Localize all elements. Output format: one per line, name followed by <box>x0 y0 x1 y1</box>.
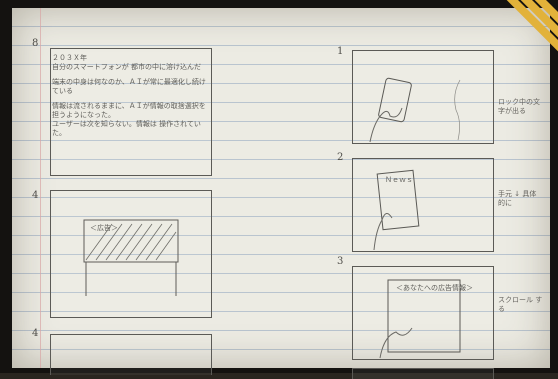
panel-number-left: 8 <box>32 38 39 49</box>
billboard-label: ＜広告＞ <box>90 224 118 232</box>
panel-note-1: ロック中の文字が出る <box>498 98 540 115</box>
panel-text-line: 自分のスマートフォンが 都市の中に溶け込んだ <box>52 63 202 71</box>
panel-number-bottom: 4 <box>32 328 39 339</box>
hand-phone-sketch <box>369 77 461 143</box>
panel-note-2: 手元 ↓ 具体的に <box>498 190 537 207</box>
notebook-page: 8 ２０３Ｘ年 自分のスマートフォンが 都市の中に溶け込んだ 端末の中身は何なの… <box>12 8 550 379</box>
ad-feed-sketch <box>379 279 461 359</box>
phone-panel-1 <box>352 50 494 144</box>
tape-stripes <box>498 0 558 60</box>
ad-feed-label: ＜あなたへの広告情報＞ <box>396 284 473 292</box>
panel-number-1: 1 <box>337 46 344 57</box>
panel-number-2: 2 <box>337 152 344 163</box>
panel-text-line: 端末の中身は何なのか、ＡＩが常に最適化し続けている <box>52 78 206 95</box>
phone-news-sketch <box>373 169 420 251</box>
billboard-panel <box>50 190 212 318</box>
news-header: Ｎｅｗｓ <box>385 176 413 184</box>
panel-note-3: スクロール する <box>498 296 543 313</box>
panel-text-line: ２０３Ｘ年 <box>52 54 87 62</box>
panel-text-line: 情報は流されるままに、ＡＩが情報の取捨選択を担うようになった。 <box>52 102 206 119</box>
next-panel-right <box>352 368 494 379</box>
panel-number-3: 3 <box>337 256 344 267</box>
panel-text-line: ユーザーは次を知らない。情報は 操作されていた。 <box>52 120 201 137</box>
next-panel <box>50 334 212 375</box>
phone-panel-3 <box>352 266 494 360</box>
text-panel <box>50 48 212 176</box>
panel-text: ２０３Ｘ年 自分のスマートフォンが 都市の中に溶け込んだ 端末の中身は何なのか、… <box>52 54 210 138</box>
billboard-sketch <box>83 219 179 296</box>
margin-line <box>40 8 41 368</box>
panel-number-4: 4 <box>32 190 39 201</box>
